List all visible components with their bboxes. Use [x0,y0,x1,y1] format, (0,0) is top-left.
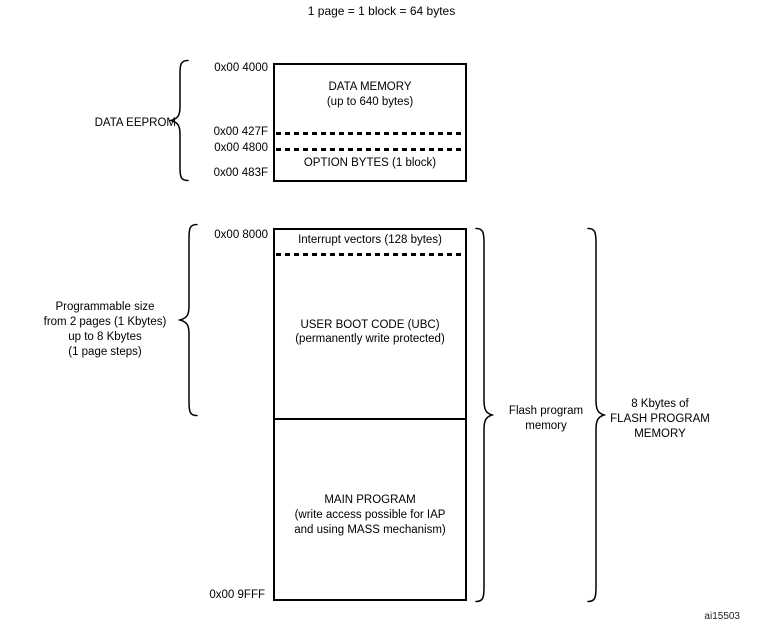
interrupt-vectors-region: Interrupt vectors (128 bytes) [298,234,442,246]
data-eeprom-label: DATA EEPROM [94,117,176,129]
addr-flash-end: 0x00 9FFF [209,589,265,601]
addr-eeprom-start: 0x00 4000 [214,62,268,74]
programmable-size-line3: up to 8 Kbytes [68,331,142,343]
ubc-main-divider [275,418,465,420]
eeprom-dashed-boundary-2 [276,148,464,151]
programmable-size-label: Programmable size from 2 pages (1 Kbytes… [25,300,185,360]
ubc-subtitle: (permanently write protected) [295,333,445,345]
data-memory-region: DATA MEMORY (up to 640 bytes) [275,80,465,110]
addr-option-bytes-end: 0x00 483F [213,167,268,179]
flash-memory-size-label: 8 Kbytes of FLASH PROGRAM MEMORY [598,397,722,442]
interrupt-vectors-dashed-boundary [276,253,464,256]
programmable-size-line4: (1 page steps) [68,346,142,358]
data-eeprom-brace [169,59,189,182]
figure-id: ai15503 [704,611,740,622]
diagram-title: 1 page = 1 block = 64 bytes [307,4,456,18]
user-boot-code-region: USER BOOT CODE (UBC) (permanently write … [275,318,465,346]
main-program-region: MAIN PROGRAM (write access possible for … [275,493,465,538]
flash-program-memory-line1: Flash program [508,405,584,417]
ubc-title: USER BOOT CODE (UBC) [300,319,440,331]
programmable-size-line1: Programmable size [55,301,155,313]
data-eeprom-box: DATA MEMORY (up to 640 bytes) OPTION BYT… [273,63,467,182]
main-program-title: MAIN PROGRAM [324,494,416,506]
flash-program-box: Interrupt vectors (128 bytes) USER BOOT … [273,228,467,601]
programmable-size-brace [178,223,198,417]
flash-program-memory-label: Flash program memory [496,404,596,434]
flash-memory-size-line2: FLASH PROGRAM [610,413,710,425]
flash-memory-size-brace [587,227,606,603]
flash-program-memory-line2: memory [525,420,567,432]
flash-memory-size-line3: MEMORY [634,428,686,440]
addr-data-memory-end: 0x00 427F [213,126,268,138]
main-program-subtitle1: (write access possible for IAP [294,509,446,521]
flash-program-memory-brace [475,227,494,603]
data-memory-title: DATA MEMORY [328,81,412,93]
addr-option-bytes-start: 0x00 4800 [214,142,268,154]
main-program-subtitle2: and using MASS mechanism) [294,524,446,536]
eeprom-dashed-boundary-1 [276,132,464,135]
programmable-size-line2: from 2 pages (1 Kbytes) [43,316,167,328]
option-bytes-region: OPTION BYTES (1 block) [303,157,437,169]
addr-flash-start: 0x00 8000 [214,229,268,241]
data-memory-subtitle: (up to 640 bytes) [326,96,414,108]
flash-memory-size-line1: 8 Kbytes of [631,398,689,410]
